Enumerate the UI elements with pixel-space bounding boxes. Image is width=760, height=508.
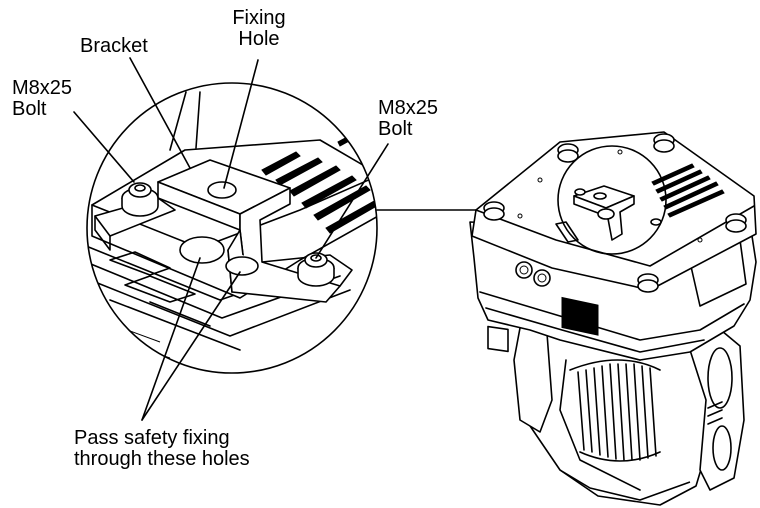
detail-view [87,91,377,359]
label-bracket: Bracket [80,35,148,57]
heat-fins [569,359,661,462]
detail-circle [86,82,378,374]
fixture-drawing [469,131,757,506]
bolt-left-shape [121,182,159,217]
label-safety-line1: Pass safety fixing [74,427,230,449]
label-bolt-left-line2: Bolt [12,98,47,120]
label-bolt-right-line1: M8x25 [378,97,439,119]
label-bolt-left-line1: M8x25 [12,77,73,99]
safety-hole-left [179,236,225,264]
leader-lines [73,57,389,421]
label-bolt-right: M8x25 Bolt [378,98,438,140]
safety-hole-right [225,256,259,276]
label-bolt-left: M8x25 Bolt [12,78,72,120]
label-bolt-right-line2: Bolt [378,118,413,140]
label-safety-line2: through these holes [74,448,250,470]
label-fixing-hole-line2: Hole [238,28,280,50]
label-safety: Pass safety fixing through these holes [74,428,250,470]
label-fixing-hole: Fixing Hole [222,8,296,50]
bracket-shape [94,159,353,303]
bolt-right-shape [297,252,335,287]
label-fixing-hole-line1: Fixing [232,7,286,29]
